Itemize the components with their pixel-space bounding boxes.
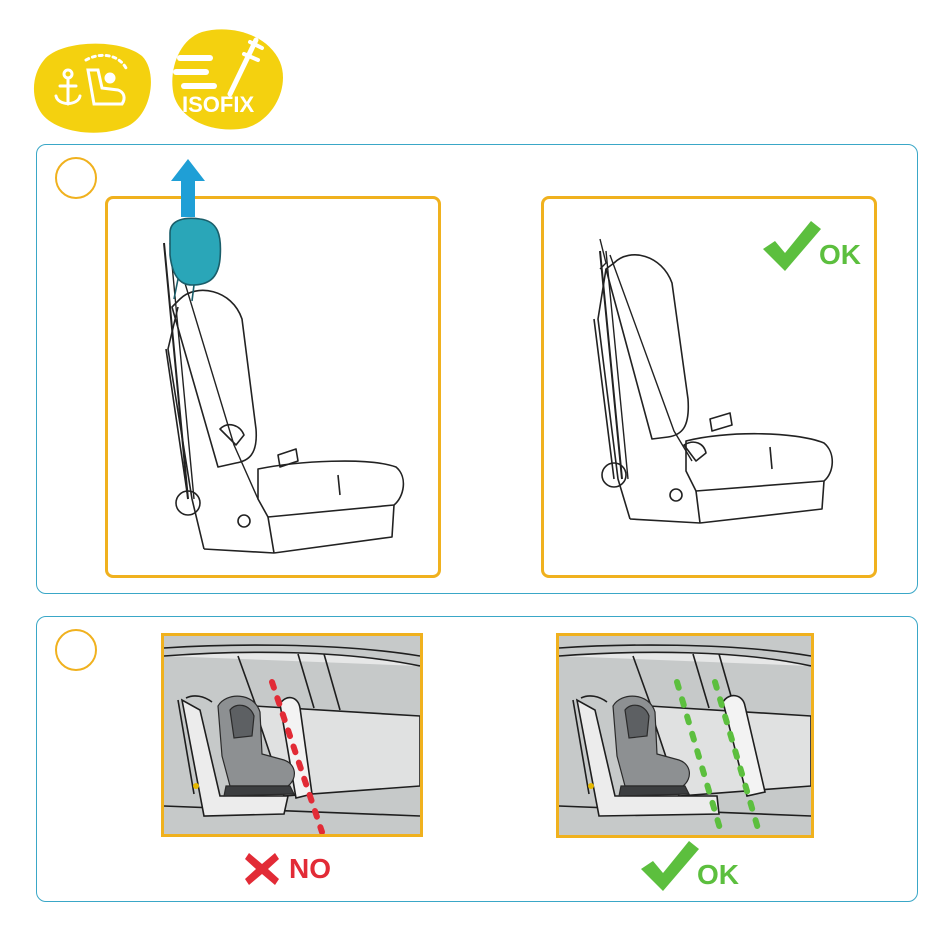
step-2-panel: NO OK <box>36 616 918 902</box>
car-seat-illustration <box>594 239 832 523</box>
seat-position-incorrect-photo <box>161 633 423 837</box>
raise-up-arrow-icon <box>171 159 205 217</box>
step-1-ok-checkmark-icon <box>761 219 821 273</box>
seat-position-correct-photo <box>556 633 814 838</box>
car-seat-anchor-badge <box>30 38 156 134</box>
car-seat-illustration <box>164 243 403 553</box>
step-1-panel: OK <box>36 144 918 594</box>
step-2-ok-checkmark-icon <box>639 841 699 891</box>
step-1-ok-label: OK <box>819 240 861 270</box>
step-1-number-circle <box>55 157 97 199</box>
step-2-no-label: NO <box>289 854 331 884</box>
isofix-label: ISOFIX <box>182 92 254 118</box>
seat-headrest-raised-frame <box>105 196 441 578</box>
isofix-badge: ISOFIX <box>166 24 288 132</box>
step-2-no-cross-icon <box>245 853 279 885</box>
step-2-number-circle <box>55 629 97 671</box>
step-2-ok-label: OK <box>697 860 739 890</box>
headrest <box>170 218 220 301</box>
